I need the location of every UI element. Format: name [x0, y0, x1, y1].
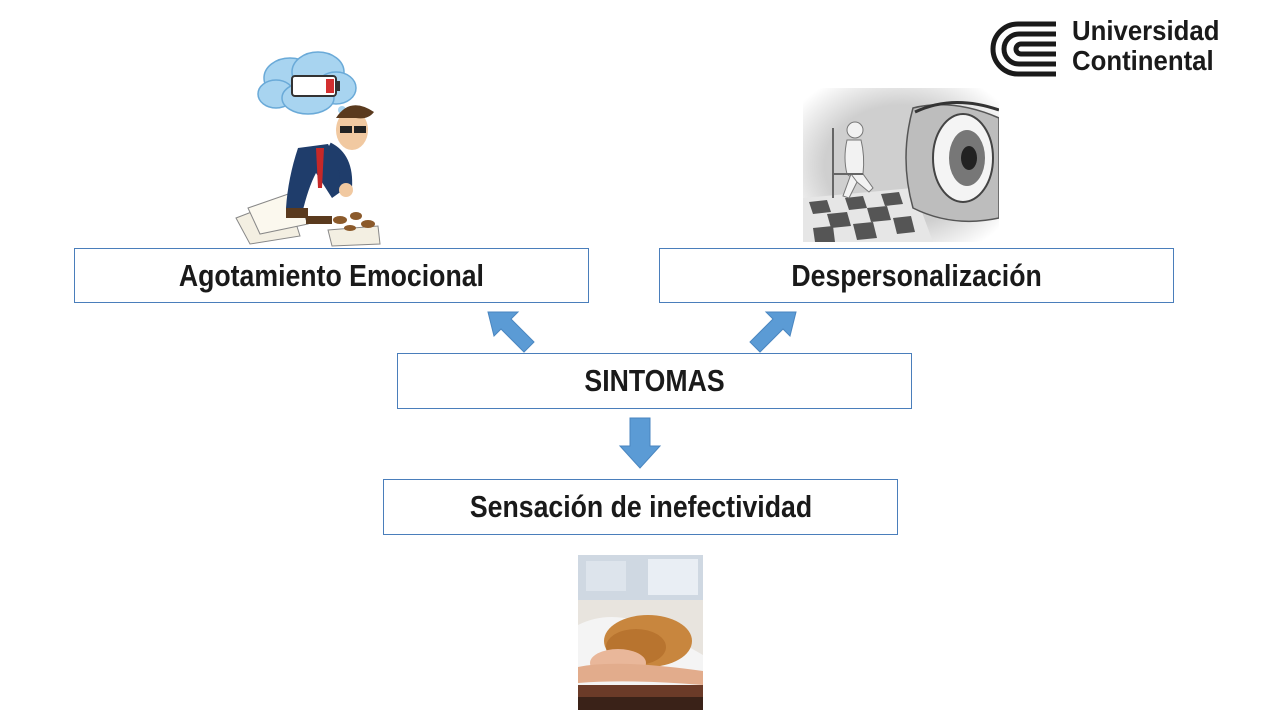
- despersonalizacion-box: Despersonalización: [659, 248, 1174, 303]
- universidad-continental-logo-icon: [990, 21, 1056, 77]
- sensacion-inefectividad-label: Sensación de inefectividad: [469, 489, 812, 524]
- logo-line-2: Continental: [1072, 45, 1214, 76]
- agotamiento-emocional-label: Agotamiento Emocional: [178, 257, 485, 293]
- despersonalizacion-label: Despersonalización: [791, 257, 1042, 293]
- sintomas-box: SINTOMAS: [397, 353, 912, 409]
- exhausted-businessman-icon: [235, 51, 381, 247]
- sintomas-label: SINTOMAS: [584, 363, 725, 398]
- logo-wordmark: Universidad Continental: [1072, 16, 1232, 76]
- arrow-down-icon: [618, 417, 662, 469]
- agotamiento-emocional-box: Agotamiento Emocional: [74, 248, 589, 303]
- arrow-up-left-icon: [487, 311, 535, 353]
- person-asleep-on-desk-icon: [578, 555, 703, 710]
- arrow-up-right-icon: [749, 311, 797, 353]
- logo-line-1: Universidad: [1072, 15, 1220, 46]
- depersonalization-sketch-icon: [803, 88, 999, 242]
- sensacion-inefectividad-box: Sensación de inefectividad: [383, 479, 898, 535]
